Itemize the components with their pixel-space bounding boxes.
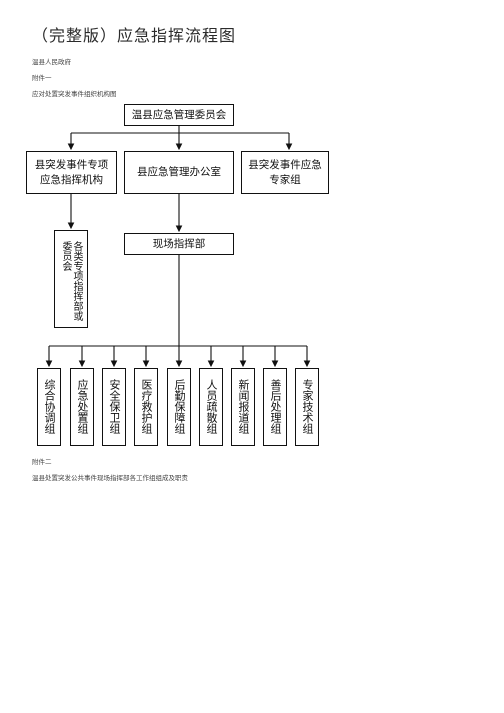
groups-caption: 温县处置突发公共事件现场指挥部各工作组组成及职责	[32, 474, 188, 482]
group-label-1: 综合协调组	[43, 379, 57, 434]
node-emergency-committee: 温县应急管理委员会	[124, 104, 234, 126]
group-box-8: 善后处理组	[263, 368, 287, 446]
group-label-2: 应急处置组	[76, 379, 90, 434]
node-special-command: 县突发事件专项 应急指挥机构	[26, 151, 117, 194]
group-box-1: 综合协调组	[37, 368, 61, 446]
group-label-3: 安全保卫组	[108, 379, 122, 434]
org-chart-caption: 应对处置突发事件组织机构图	[32, 90, 117, 98]
node-subcommittee-label: 各类专项指挥部或委员会	[60, 241, 82, 321]
node-expert-group: 县突发事件应急 专家组	[241, 151, 329, 194]
attachment-2-label: 附件二	[32, 458, 52, 466]
org-name: 温县人民政府	[32, 58, 71, 66]
page-title: （完整版）应急指挥流程图	[32, 26, 237, 45]
group-label-4: 医疗救护组	[140, 379, 154, 434]
group-box-2: 应急处置组	[70, 368, 94, 446]
group-box-9: 专家技术组	[295, 368, 319, 446]
group-box-4: 医疗救护组	[134, 368, 158, 446]
group-label-9: 专家技术组	[301, 379, 315, 434]
group-label-6: 人员疏散组	[205, 379, 219, 434]
group-box-3: 安全保卫组	[102, 368, 126, 446]
group-box-7: 新闻报道组	[231, 368, 255, 446]
group-label-8: 善后处理组	[269, 379, 283, 434]
group-label-5: 后勤保障组	[173, 379, 187, 434]
node-emergency-office: 县应急管理办公室	[124, 151, 234, 194]
group-box-6: 人员疏散组	[199, 368, 223, 446]
group-box-5: 后勤保障组	[167, 368, 191, 446]
node-field-hq: 现场指挥部	[124, 233, 234, 255]
group-label-7: 新闻报道组	[237, 379, 251, 434]
node-subcommittee: 各类专项指挥部或委员会	[54, 230, 88, 328]
attachment-1-label: 附件一	[32, 74, 52, 82]
